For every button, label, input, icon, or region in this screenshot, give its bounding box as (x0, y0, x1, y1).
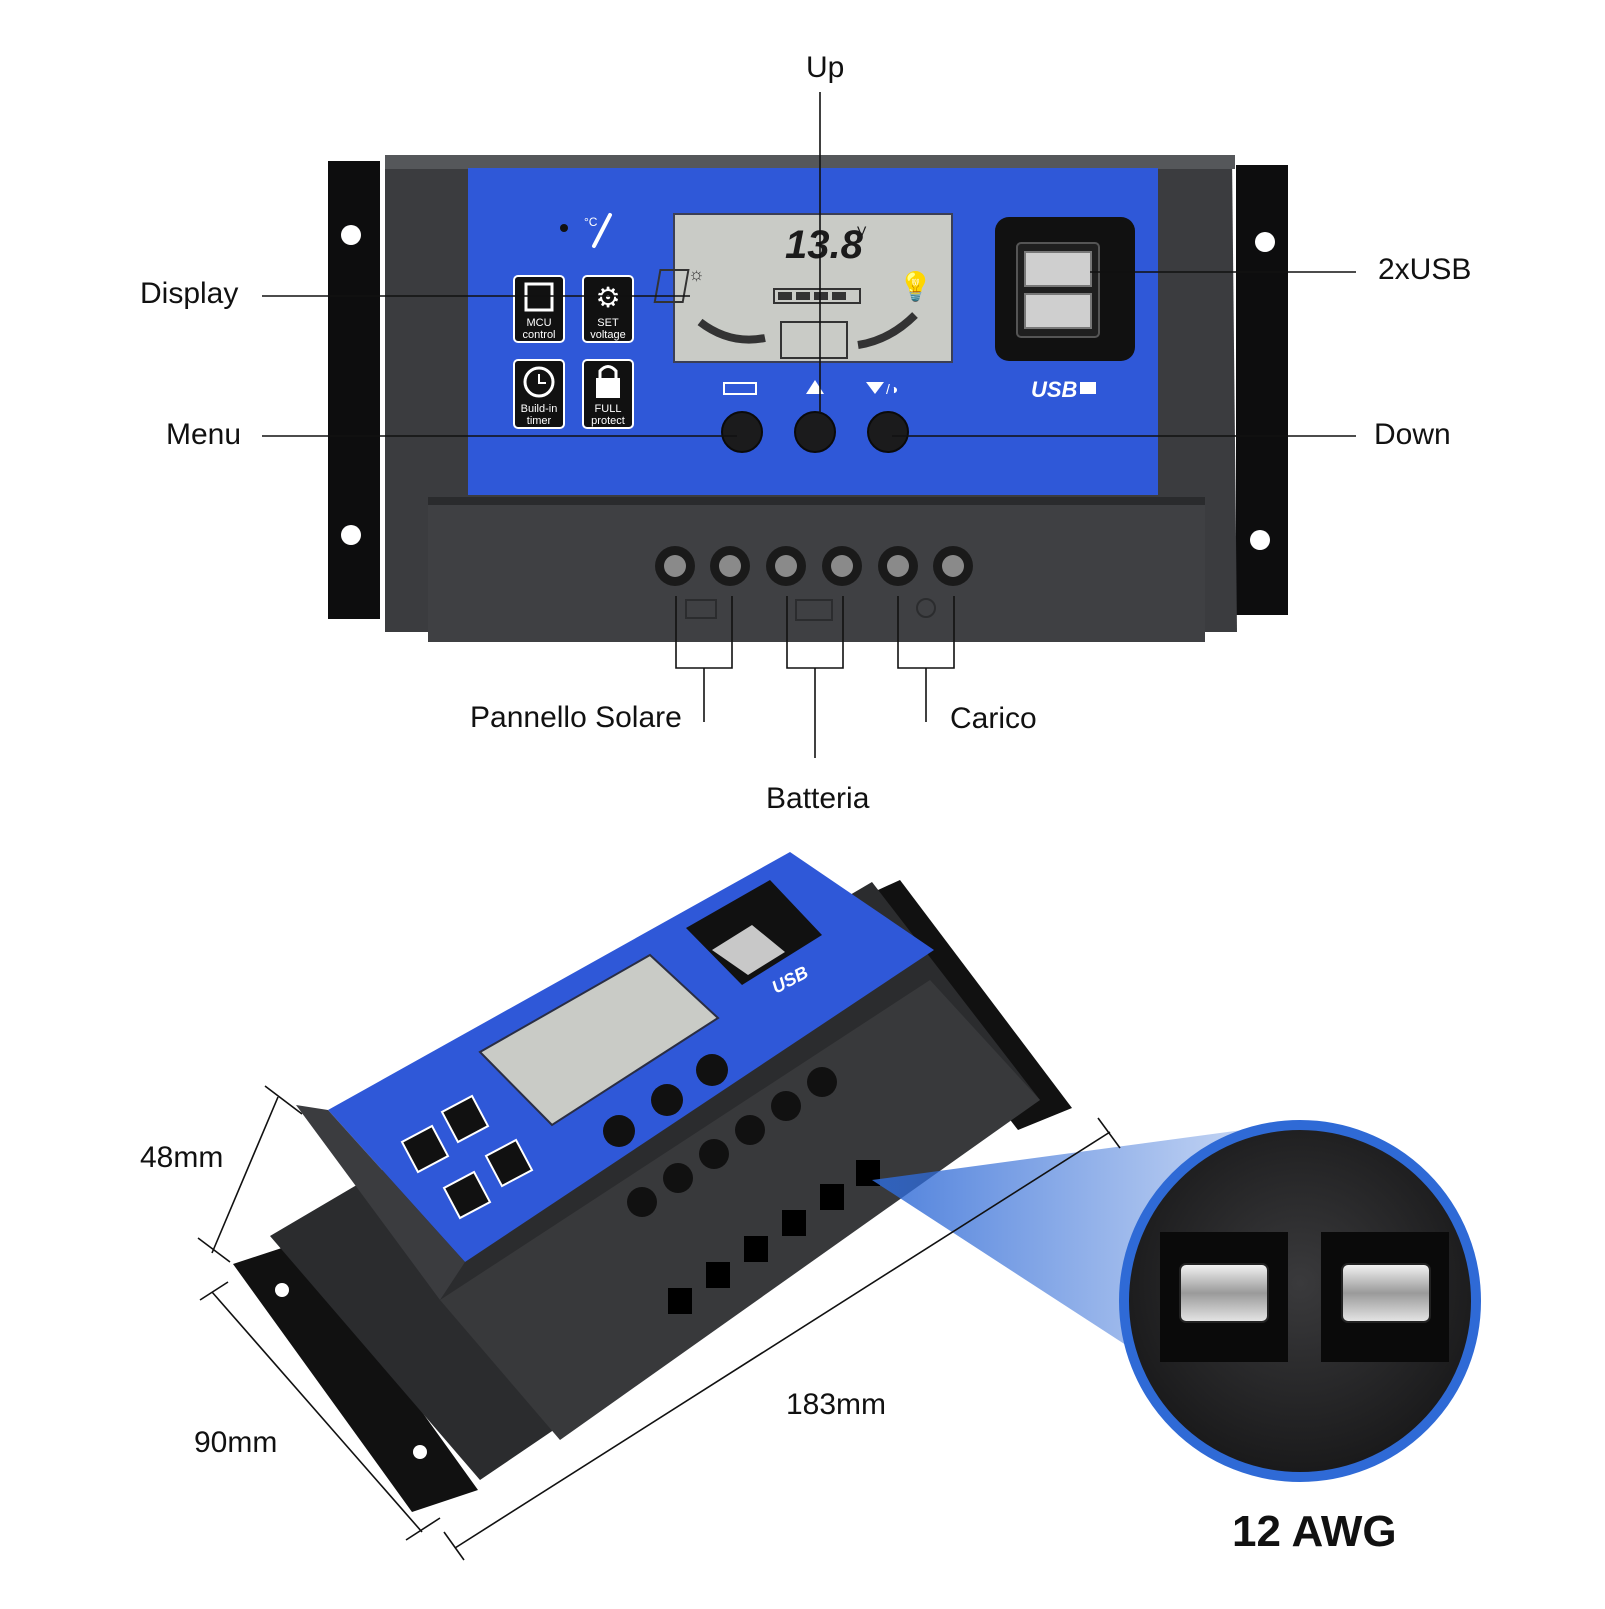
temp-unit: °C (584, 215, 598, 229)
feature-set-label: SET (597, 317, 619, 329)
terminal-clamp (1179, 1263, 1269, 1323)
battery-face-icon (780, 321, 848, 359)
clock-icon (523, 366, 555, 398)
mount-hole (341, 225, 361, 245)
feature-timer-label: Build-in (521, 403, 558, 415)
feature-full-protect: FULL protect (582, 359, 634, 429)
battery-level-icon (773, 288, 861, 304)
mount-hole (1255, 232, 1275, 252)
callout-down: Down (1374, 418, 1451, 451)
load-toggle-icon: /◑ (886, 381, 898, 397)
usb-logo: USB (1031, 377, 1078, 402)
callout-solar-panel: Pannello Solare (470, 701, 682, 734)
callout-load: Carico (950, 702, 1037, 735)
gear-icon: ⚙ (595, 282, 620, 313)
bulb-icon: 💡 (898, 270, 933, 303)
iso-menu-button[interactable] (603, 1115, 635, 1147)
dimension-height: 48mm (140, 1141, 224, 1174)
callout-lines (262, 92, 1356, 758)
lcd-unit: V (857, 223, 867, 239)
front-view: 13.8 V ☼ 💡 °C MCU control ⚙ SET (328, 155, 1288, 642)
terminal-load-icon (916, 598, 936, 618)
discharge-arrow-icon (857, 312, 918, 349)
iso-terminal-screws (627, 1067, 837, 1217)
feature-mcu-label: MCU (526, 317, 551, 329)
lcd-voltage-readout: 13.8 (785, 223, 864, 267)
wire-terminal-zoom (1119, 1120, 1481, 1482)
feature-mcu-control: MCU control (513, 275, 565, 343)
callout-battery: Batteria (766, 782, 870, 815)
feature-set-sub: voltage (590, 329, 625, 341)
down-button[interactable] (867, 411, 909, 453)
up-button[interactable] (794, 411, 836, 453)
iso-usb-port[interactable] (712, 925, 785, 975)
menu-icon (723, 382, 757, 395)
iso-badge (484, 1138, 534, 1188)
callout-usb: 2xUSB (1378, 253, 1472, 286)
dimension-width: 90mm (194, 1426, 278, 1459)
dimension-lines (197, 1085, 1121, 1561)
feature-mcu-sub: control (522, 329, 555, 341)
dimension-length: 183mm (786, 1388, 887, 1421)
iso-lcd (478, 953, 720, 1127)
iso-up-button[interactable] (651, 1084, 683, 1116)
iso-wire-slots (668, 1160, 880, 1314)
terminal-block (428, 497, 1205, 642)
iso-badge (442, 1170, 492, 1220)
usb-port-bottom[interactable] (1024, 293, 1092, 329)
feature-build-in-timer: Build-in timer (513, 359, 565, 429)
down-arrow-icon (866, 382, 884, 394)
charge-arrow-icon (697, 318, 766, 344)
feature-protect-sub: protect (591, 415, 625, 427)
callout-display: Display (140, 277, 239, 310)
callout-menu: Menu (166, 418, 242, 451)
usb-battery-icon (1080, 382, 1096, 394)
iso-housing-lip (296, 1105, 465, 1300)
mount-hole (341, 525, 361, 545)
terminal-screws (655, 546, 973, 586)
iso-badge (400, 1124, 450, 1174)
terminal-battery-icon (795, 599, 833, 621)
sun-icon: ☼ (688, 264, 705, 284)
iso-terminal-block (440, 980, 1040, 1440)
wire-gauge-label: 12 AWG (1232, 1507, 1397, 1556)
feature-timer-sub: timer (527, 415, 552, 427)
usb-port-top[interactable] (1024, 251, 1092, 287)
isometric-view: USB (233, 852, 1072, 1512)
mount-hole (1250, 530, 1270, 550)
iso-bottom-bracket (233, 1242, 478, 1512)
iso-down-button[interactable] (696, 1054, 728, 1086)
menu-button[interactable] (721, 411, 763, 453)
feature-set-voltage: ⚙ SET voltage (582, 275, 634, 343)
solar-panel-icon (653, 269, 690, 303)
iso-badge (440, 1094, 490, 1144)
terminal-solar-icon (685, 599, 717, 619)
feature-protect-label: FULL (595, 403, 622, 415)
terminal-clamp (1341, 1263, 1431, 1323)
callout-up: Up (806, 51, 845, 84)
mount-hole (413, 1445, 427, 1459)
housing-top-lip (385, 155, 1235, 169)
terminal-block-shadow (428, 497, 1205, 505)
lock-icon (596, 378, 620, 398)
thermometer-icon (592, 213, 612, 248)
temp-sensor-dot (560, 224, 568, 232)
mount-hole (275, 1283, 289, 1297)
